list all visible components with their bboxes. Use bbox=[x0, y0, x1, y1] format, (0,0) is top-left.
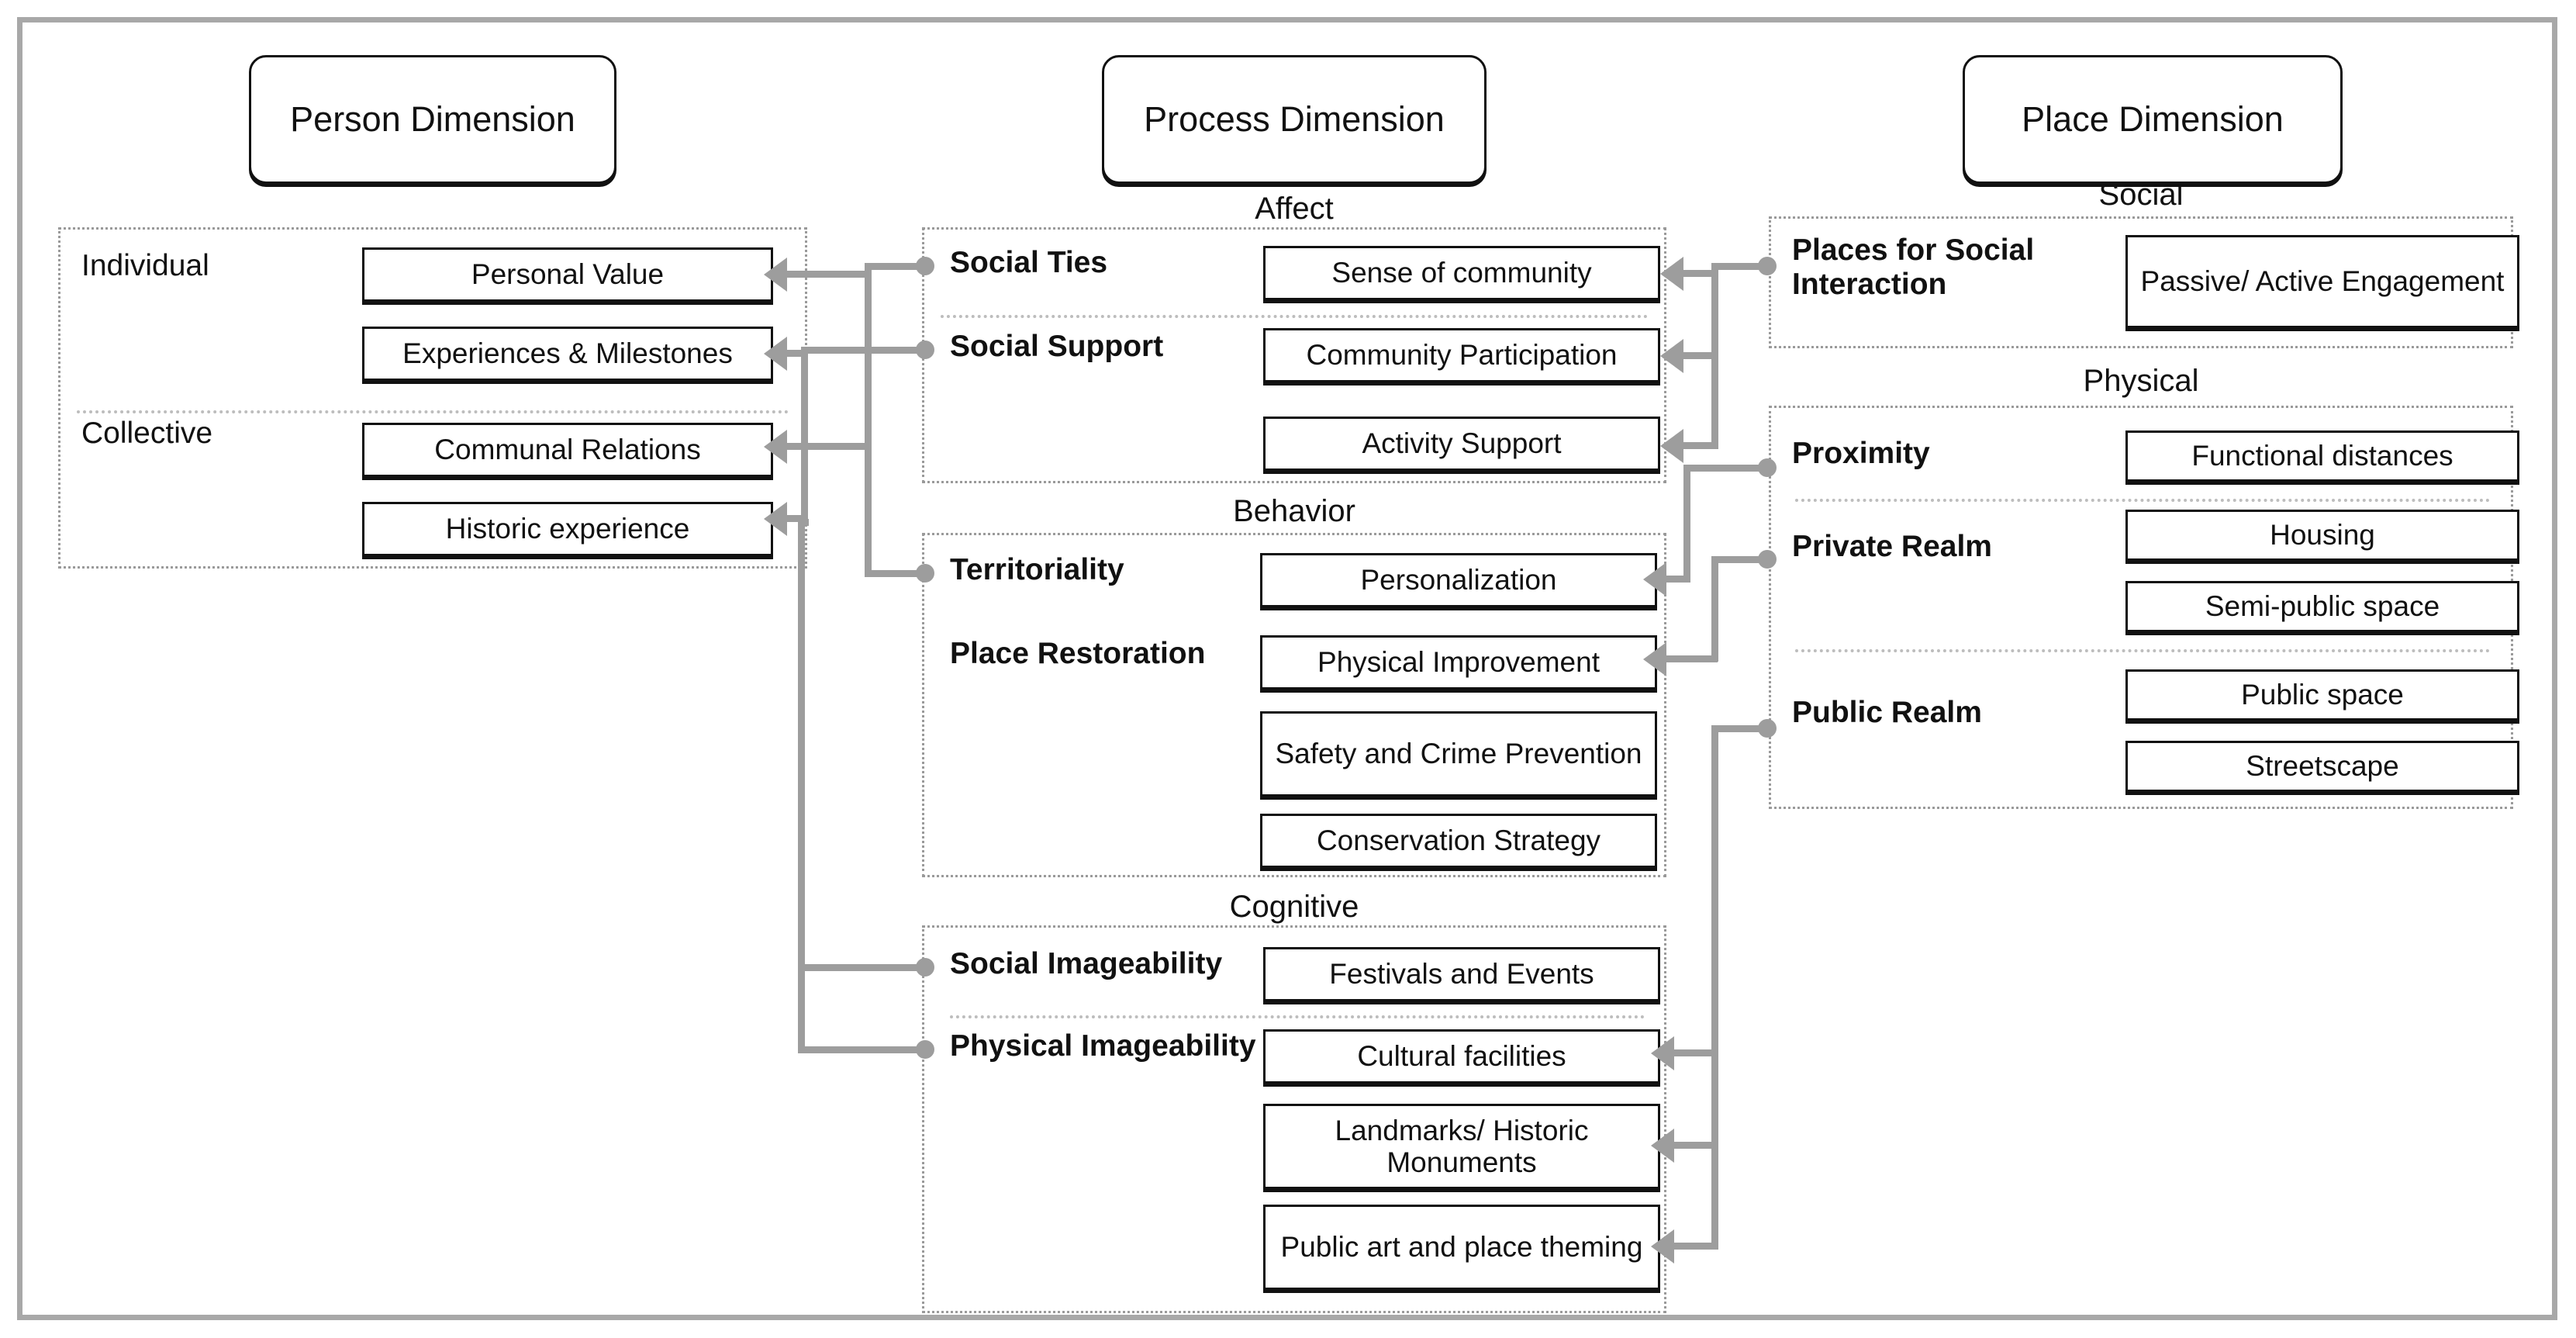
connector-imageability-join bbox=[798, 519, 809, 526]
arrow-public-art-and-place-theming bbox=[1651, 1229, 1674, 1264]
connector-private-realm-trunk bbox=[1711, 556, 1718, 662]
process-row-label-territoriality: Territoriality bbox=[950, 553, 1124, 586]
process-node-safety-and-crime-prevention[interactable]: Safety and Crime Prevention bbox=[1260, 711, 1657, 797]
connector-places-social-stub bbox=[1711, 263, 1767, 270]
person-node-personal-value[interactable]: Personal Value bbox=[362, 247, 773, 302]
process-group-cognitive bbox=[922, 925, 1666, 1313]
process-row-label-social-imageability: Social Imageability bbox=[950, 947, 1223, 980]
place-node-functional-distances[interactable]: Functional distances bbox=[2125, 430, 2519, 482]
place-row-label-public-realm: Public Realm bbox=[1792, 696, 1982, 729]
physical-divider-2 bbox=[1795, 649, 2490, 652]
arrow-cultural-facilities bbox=[1651, 1036, 1674, 1070]
connector-social-ties-trunk bbox=[865, 263, 872, 446]
dimension-header-person-label: Person Dimension bbox=[290, 99, 575, 139]
person-group-divider bbox=[77, 410, 789, 413]
arrow-historic-experience bbox=[764, 502, 787, 536]
affect-row-divider bbox=[941, 315, 1648, 318]
arrow-physical-improvement bbox=[1643, 642, 1666, 676]
process-node-personalization[interactable]: Personalization bbox=[1260, 553, 1657, 607]
person-category-collective: Collective bbox=[81, 417, 213, 450]
process-node-activity-support[interactable]: Activity Support bbox=[1263, 417, 1660, 471]
arrow-activity-support bbox=[1660, 429, 1683, 463]
connector-arm-communal-relations bbox=[787, 443, 868, 450]
place-row-label-proximity: Proximity bbox=[1792, 437, 1930, 470]
person-node-experiences-milestones[interactable]: Experiences & Milestones bbox=[362, 327, 773, 381]
process-node-conservation-strategy[interactable]: Conservation Strategy bbox=[1260, 814, 1657, 868]
place-node-housing[interactable]: Housing bbox=[2125, 510, 2519, 561]
process-row-label-physical-imageability: Physical Imageability bbox=[950, 1029, 1256, 1063]
place-row-label-places-for-social-interaction: Places for Social Interaction bbox=[1792, 233, 2035, 301]
dimension-header-process[interactable]: Process Dimension bbox=[1102, 55, 1487, 184]
connector-territoriality-stub bbox=[865, 570, 924, 577]
cognitive-row-divider bbox=[950, 1015, 1645, 1018]
place-node-public-space[interactable]: Public space bbox=[2125, 669, 2519, 721]
connector-social-support-trunk bbox=[801, 347, 808, 522]
connector-arm-historic-experience bbox=[787, 515, 807, 522]
connector-arm-physical-improvement bbox=[1666, 655, 1718, 662]
connector-arm-sense-of-community bbox=[1683, 270, 1718, 277]
place-group-title-social: Social bbox=[2098, 178, 2184, 212]
physical-divider-1 bbox=[1795, 499, 2490, 502]
arrow-personalization bbox=[1643, 562, 1666, 596]
connector-social-imageability-stub bbox=[798, 964, 924, 971]
dimension-header-process-label: Process Dimension bbox=[1144, 99, 1445, 139]
diagram-outer-frame: Person Dimension Process Dimension Place… bbox=[17, 17, 2557, 1320]
process-node-landmarks-historic-monuments[interactable]: Landmarks/ Historic Monuments bbox=[1263, 1104, 1660, 1189]
dimension-header-place-label: Place Dimension bbox=[2022, 99, 2284, 139]
connector-physical-imageability-stub bbox=[798, 1046, 924, 1053]
connector-arm-personalization bbox=[1666, 576, 1690, 583]
process-node-festivals-and-events[interactable]: Festivals and Events bbox=[1263, 947, 1660, 1001]
connector-arm-public-art-and-place-theming bbox=[1674, 1243, 1718, 1250]
person-node-communal-relations[interactable]: Communal Relations bbox=[362, 423, 773, 477]
connector-territoriality-trunk bbox=[865, 446, 872, 573]
connector-arm-community-participation bbox=[1683, 352, 1718, 359]
process-row-label-social-support: Social Support bbox=[950, 330, 1164, 363]
process-group-behavior bbox=[922, 533, 1666, 877]
connector-public-realm-trunk bbox=[1711, 725, 1718, 1250]
connector-social-ties-stub bbox=[865, 263, 924, 270]
process-node-physical-improvement[interactable]: Physical Improvement bbox=[1260, 635, 1657, 690]
place-node-semi-public-space[interactable]: Semi-public space bbox=[2125, 581, 2519, 632]
process-group-title-cognitive: Cognitive bbox=[1229, 890, 1359, 924]
process-node-sense-of-community[interactable]: Sense of community bbox=[1263, 246, 1660, 300]
connector-private-realm-stub bbox=[1711, 556, 1767, 563]
arrow-communal-relations bbox=[764, 430, 787, 464]
arrow-personal-value bbox=[764, 258, 787, 292]
process-row-label-place-restoration: Place Restoration bbox=[950, 637, 1206, 670]
process-row-label-social-ties: Social Ties bbox=[950, 246, 1108, 279]
process-node-community-participation[interactable]: Community Participation bbox=[1263, 328, 1660, 382]
connector-public-realm-stub bbox=[1711, 725, 1767, 732]
arrow-experiences-milestones bbox=[764, 337, 787, 371]
arrow-landmarks-historic-monuments bbox=[1651, 1129, 1674, 1163]
connector-arm-experiences-milestones bbox=[787, 350, 807, 357]
connector-social-support-stub bbox=[801, 347, 924, 354]
place-group-title-physical: Physical bbox=[2083, 364, 2199, 398]
connector-arm-cultural-facilities bbox=[1674, 1049, 1718, 1056]
arrow-community-participation bbox=[1660, 339, 1683, 373]
connector-proximity-stub bbox=[1683, 465, 1767, 472]
dimension-header-place[interactable]: Place Dimension bbox=[1963, 55, 2343, 184]
connector-imageability-trunk bbox=[798, 519, 805, 1049]
connector-arm-personal-value bbox=[787, 271, 868, 278]
process-node-cultural-facilities[interactable]: Cultural facilities bbox=[1263, 1029, 1660, 1084]
connector-proximity-trunk bbox=[1683, 465, 1690, 583]
place-row-label-private-realm: Private Realm bbox=[1792, 530, 1992, 563]
place-node-streetscape[interactable]: Streetscape bbox=[2125, 741, 2519, 792]
arrow-sense-of-community bbox=[1660, 257, 1683, 291]
process-node-public-art-and-place-theming[interactable]: Public art and place theming bbox=[1263, 1205, 1660, 1290]
process-group-title-behavior: Behavior bbox=[1233, 494, 1355, 528]
person-node-historic-experience[interactable]: Historic experience bbox=[362, 502, 773, 556]
process-group-title-affect: Affect bbox=[1255, 192, 1334, 226]
connector-arm-activity-support bbox=[1683, 442, 1718, 449]
dimension-header-person[interactable]: Person Dimension bbox=[249, 55, 616, 184]
place-node-passive-active-engagement[interactable]: Passive/ Active Engagement bbox=[2125, 235, 2519, 328]
connector-arm-landmarks-historic-monuments bbox=[1674, 1142, 1718, 1149]
person-category-individual: Individual bbox=[81, 249, 209, 282]
